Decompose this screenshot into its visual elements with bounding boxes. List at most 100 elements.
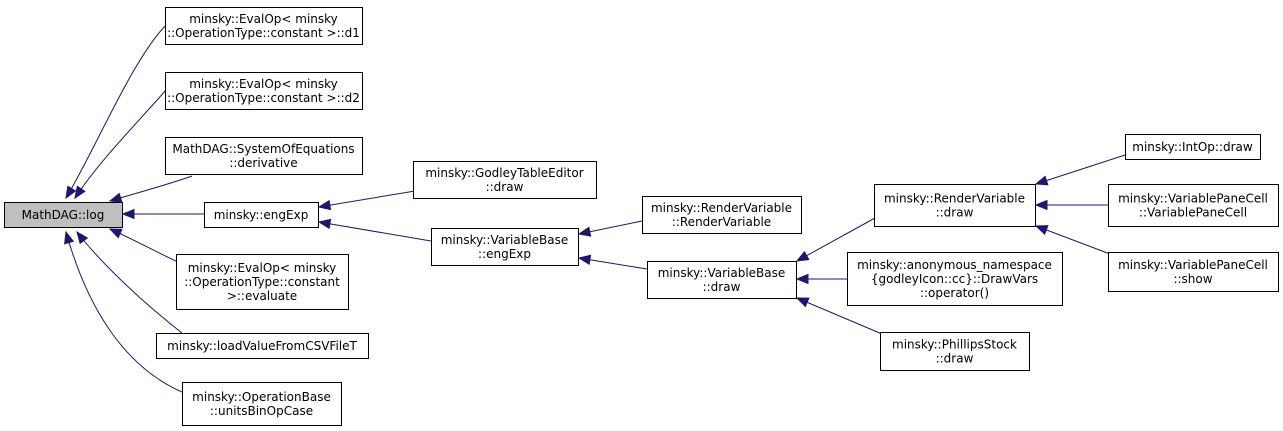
node-phillips[interactable]: minsky::PhillipsStock::draw xyxy=(880,332,1030,371)
node-label-deriv-line-0: MathDAG::SystemOfEquations xyxy=(172,142,354,156)
node-label-phillips-line-1: ::draw xyxy=(936,352,974,366)
edge-deriv-to-log xyxy=(109,175,193,202)
node-label-vb_draw-line-0: minsky::VariableBase xyxy=(658,266,786,280)
node-engexp[interactable]: minsky::engExp xyxy=(204,202,319,228)
node-d1[interactable]: minsky::EvalOp< minsky::OperationType::c… xyxy=(165,7,363,45)
node-label-d2-line-1: ::OperationType::constant >::d2 xyxy=(167,91,360,105)
arrowhead-rv_draw-to-vb_draw xyxy=(795,250,810,262)
node-label-d1-line-1: ::OperationType::constant >::d1 xyxy=(167,26,360,40)
node-label-gte_draw-line-0: minsky::GodleyTableEditor xyxy=(425,166,583,180)
node-label-intop-line-0: minsky::IntOp::draw xyxy=(1132,140,1253,154)
node-box-vb_draw xyxy=(647,261,797,299)
node-label-evaluate-line-0: minsky::EvalOp< minsky xyxy=(188,261,337,275)
node-rv_rv[interactable]: minsky::RenderVariable::RenderVariable xyxy=(642,196,802,234)
node-box-rv_draw xyxy=(874,184,1036,227)
node-box-gte_draw xyxy=(413,161,597,199)
edge-gte_draw-to-engexp xyxy=(318,190,416,208)
node-label-d2-line-0: minsky::EvalOp< minsky xyxy=(189,77,338,91)
arrowhead-loadcsv-to-log xyxy=(76,230,89,245)
node-label-deriv-line-1: ::derivative xyxy=(229,156,297,170)
arrowhead-intop-to-rv_draw xyxy=(1034,175,1049,186)
node-evaluate[interactable]: minsky::EvalOp< minsky::OperationType::c… xyxy=(176,254,349,310)
node-box-vpc_show xyxy=(1108,252,1279,292)
node-label-vpc_show-line-0: minsky::VariablePaneCell xyxy=(1118,258,1268,272)
node-label-evaluate-line-1: ::OperationType::constant xyxy=(184,275,340,289)
node-box-engexp xyxy=(204,202,319,228)
node-gte_draw[interactable]: minsky::GodleyTableEditor::draw xyxy=(413,161,597,199)
arrowhead-engexp-to-log xyxy=(121,208,135,220)
node-label-evaluate-line-2: >::evaluate xyxy=(227,289,297,303)
node-label-vb_engexp-line-1: ::engExp xyxy=(478,247,531,261)
node-loadcsv[interactable]: minsky::loadValueFromCSVFileT xyxy=(156,333,369,359)
node-rv_draw[interactable]: minsky::RenderVariable::draw xyxy=(874,184,1036,227)
edge-d2-to-log xyxy=(74,89,167,199)
node-label-vpc_vpc-line-1: ::VariablePaneCell xyxy=(1139,206,1247,220)
arrowhead-vpc_vpc-to-rv_draw xyxy=(1034,199,1048,211)
edge-vpc_show-to-rv_draw xyxy=(1035,225,1111,255)
arrowhead-rv_rv-to-vb_engexp xyxy=(577,226,592,237)
node-intop[interactable]: minsky::IntOp::draw xyxy=(1125,134,1261,160)
node-box-loadcsv xyxy=(156,333,369,359)
node-box-vb_engexp xyxy=(431,228,579,266)
node-unitsbin[interactable]: minsky::OperationBase::unitsBinOpCase xyxy=(182,382,342,426)
node-log[interactable]: MathDAG::log xyxy=(4,202,123,228)
node-box-rv_rv xyxy=(642,196,802,234)
edge-phillips-to-vb_draw xyxy=(796,297,883,335)
arrowhead-vpc_show-to-rv_draw xyxy=(1034,225,1049,235)
node-box-unitsbin xyxy=(182,382,342,426)
node-box-d2 xyxy=(165,72,363,110)
node-label-rv_rv-line-0: minsky::RenderVariable xyxy=(651,201,792,215)
node-vb_engexp[interactable]: minsky::VariableBase::engExp xyxy=(431,228,579,266)
node-label-gte_draw-line-1: ::draw xyxy=(486,180,524,194)
arrowhead-deriv-to-log xyxy=(108,192,123,203)
arrowhead-evaluate-to-log xyxy=(108,228,123,239)
node-label-loadcsv-line-0: minsky::loadValueFromCSVFileT xyxy=(167,339,357,353)
edge-intop-to-rv_draw xyxy=(1035,154,1126,185)
node-label-engexp-line-0: minsky::engExp xyxy=(214,208,309,222)
node-box-intop xyxy=(1125,134,1261,160)
node-box-anon xyxy=(847,252,1063,306)
node-label-rv_draw-line-0: minsky::RenderVariable xyxy=(884,192,1025,206)
node-label-anon-line-2: ::operator() xyxy=(920,286,989,300)
node-vb_draw[interactable]: minsky::VariableBase::draw xyxy=(647,261,797,299)
node-box-log xyxy=(4,202,123,228)
node-box-vpc_vpc xyxy=(1108,184,1279,227)
node-box-phillips xyxy=(880,332,1030,371)
node-box-deriv xyxy=(165,137,363,175)
node-deriv[interactable]: MathDAG::SystemOfEquations::derivative xyxy=(165,137,363,175)
edge-unitsbin-to-log xyxy=(65,231,183,393)
node-d2[interactable]: minsky::EvalOp< minsky::OperationType::c… xyxy=(165,72,363,110)
edge-vb_engexp-to-engexp xyxy=(318,221,432,242)
arrowhead-gte_draw-to-engexp xyxy=(317,199,332,211)
arrowhead-anon-to-vb_draw xyxy=(795,273,809,285)
node-label-rv_draw-line-1: ::draw xyxy=(936,206,974,220)
node-vpc_vpc[interactable]: minsky::VariablePaneCell::VariablePaneCe… xyxy=(1108,184,1279,227)
edge-rv_draw-to-vb_draw xyxy=(796,217,876,262)
arrowhead-d1-to-log xyxy=(65,185,77,200)
node-label-log-line-0: MathDAG::log xyxy=(22,208,105,222)
arrowhead-phillips-to-vb_draw xyxy=(795,297,810,308)
node-label-unitsbin-line-1: ::unitsBinOpCase xyxy=(210,404,313,418)
arrowhead-vb_engexp-to-engexp xyxy=(317,218,332,230)
node-box-evaluate xyxy=(176,254,349,310)
node-label-rv_rv-line-1: ::RenderVariable xyxy=(672,215,771,229)
node-box-d1 xyxy=(165,7,363,45)
node-vpc_show[interactable]: minsky::VariablePaneCell::show xyxy=(1108,252,1279,292)
node-label-anon-line-1: {godleyIcon::cc}::DrawVars xyxy=(871,272,1038,286)
node-label-unitsbin-line-0: minsky::OperationBase xyxy=(192,390,331,404)
node-label-vpc_vpc-line-0: minsky::VariablePaneCell xyxy=(1118,192,1268,206)
arrowhead-vb_draw-to-vb_engexp xyxy=(577,254,592,266)
edge-d1-to-log xyxy=(65,24,167,199)
arrowhead-unitsbin-to-log xyxy=(64,230,75,245)
node-anon[interactable]: minsky::anonymous_namespace{godleyIcon::… xyxy=(847,252,1063,306)
node-label-d1-line-0: minsky::EvalOp< minsky xyxy=(189,12,338,26)
edges-layer xyxy=(64,24,1126,393)
node-label-phillips-line-0: minsky::PhillipsStock xyxy=(892,338,1017,352)
edge-loadcsv-to-log xyxy=(76,231,183,334)
arrowhead-d2-to-log xyxy=(74,185,86,200)
node-label-vb_draw-line-1: ::draw xyxy=(703,280,741,294)
node-label-vpc_show-line-1: ::show xyxy=(1173,272,1212,286)
node-label-vb_engexp-line-0: minsky::VariableBase xyxy=(441,233,569,247)
